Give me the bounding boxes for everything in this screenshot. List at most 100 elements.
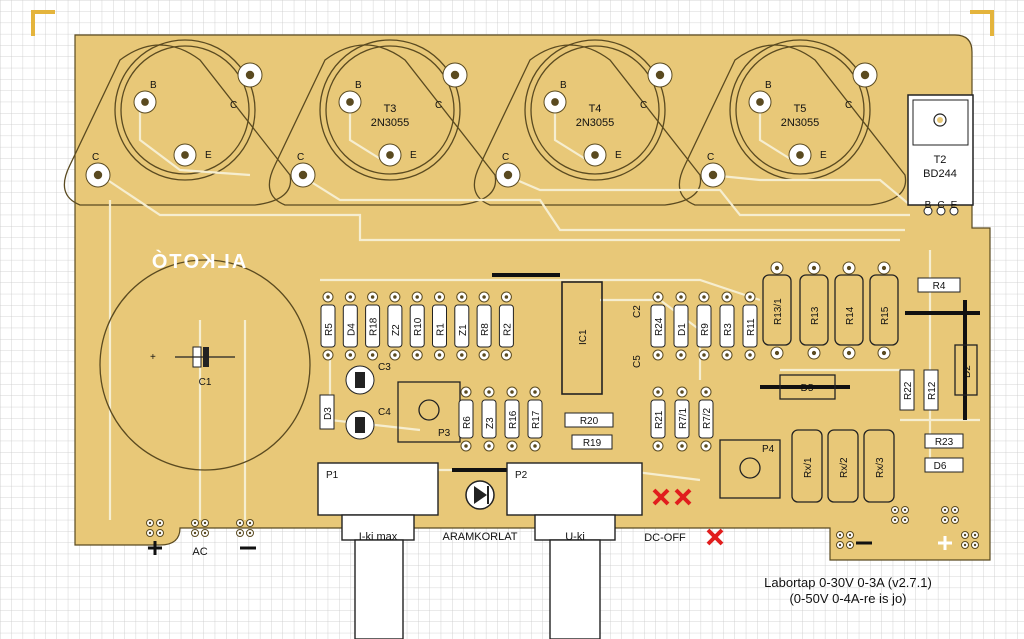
component-body	[674, 399, 690, 439]
terminal-pad	[146, 519, 154, 527]
d3-label: D3	[323, 407, 334, 420]
component-body	[481, 399, 497, 439]
terminal-pad	[201, 529, 209, 537]
emitter-pad	[378, 143, 402, 167]
pin-letter: B	[765, 80, 772, 91]
component-body	[673, 304, 689, 348]
component-pad	[698, 291, 710, 303]
pin-letter: B	[150, 80, 157, 91]
component-label: R7/2	[702, 407, 713, 429]
r19-label: R19	[583, 438, 602, 449]
component-body	[527, 399, 543, 439]
component-label: R24	[654, 317, 665, 336]
terminal-pad	[941, 516, 949, 524]
component-pad	[675, 291, 687, 303]
terminal-pad	[891, 516, 899, 524]
component-pad	[807, 346, 821, 360]
mount-hole	[290, 162, 316, 188]
component-pad	[529, 440, 541, 452]
terminal-pad	[951, 516, 959, 524]
transistor-ref: T4	[589, 103, 602, 115]
mount-hole	[442, 62, 468, 88]
terminal-pads	[146, 506, 979, 549]
component-pad	[652, 349, 664, 361]
u-ki-label: U-ki	[565, 531, 585, 543]
dc-off-label: DC-OFF	[644, 532, 686, 544]
component-label: Z3	[485, 417, 496, 429]
p3-label: P3	[438, 428, 451, 439]
ic1-label: IC1	[578, 329, 589, 345]
terminal-pad	[901, 516, 909, 524]
terminal-pad	[951, 506, 959, 514]
component-pad	[506, 440, 518, 452]
terminal-pad	[846, 541, 854, 549]
component-body	[742, 304, 758, 348]
footer-line-2: (0-50V 0-4A-re is jo)	[789, 591, 906, 606]
c5-label: C5	[632, 355, 643, 368]
component-pad	[434, 291, 445, 303]
r12-label: R12	[927, 381, 938, 400]
component-pad	[506, 386, 518, 398]
pin-letter: B	[355, 80, 362, 91]
component-label: R1	[436, 323, 447, 336]
terminal-pad	[836, 541, 844, 549]
component-pad	[483, 440, 495, 452]
c3-label: C3	[378, 362, 391, 373]
pin-letter: E	[205, 150, 212, 161]
c2-label: C2	[632, 305, 643, 318]
pin-letter: C	[640, 100, 647, 111]
component-body	[504, 399, 520, 439]
terminal-pad	[201, 519, 209, 527]
component-label: R2	[502, 323, 513, 336]
component-pad	[676, 440, 688, 452]
component-label: R7/1	[678, 407, 689, 429]
mount-hole	[237, 62, 263, 88]
d6-label: D6	[934, 461, 947, 472]
component-body	[696, 304, 712, 348]
base-pad	[133, 90, 157, 114]
pot-bodies	[317, 462, 643, 639]
traces	[99, 100, 980, 520]
component-pad	[744, 291, 756, 303]
d6-body	[924, 457, 964, 473]
c3-body	[345, 365, 375, 395]
d2-label: D2	[962, 365, 973, 378]
component-body	[409, 304, 425, 348]
component-label: R5	[324, 323, 335, 336]
r4-label: R4	[933, 281, 946, 292]
component-body	[365, 304, 381, 348]
t2-ref: T2	[934, 154, 947, 166]
component-pad	[842, 261, 856, 275]
component-pad	[478, 349, 490, 361]
component-label: R16	[508, 410, 519, 429]
terminal-pad	[961, 531, 969, 539]
component-pad	[367, 291, 379, 303]
pin-letter: C	[297, 152, 304, 163]
component-pad	[529, 386, 541, 398]
footer-line-1: Labortap 0-30V 0-3A (v2.7.1)	[764, 575, 932, 590]
emitter-pad	[173, 143, 197, 167]
component-pad	[721, 291, 733, 303]
mount-hole	[495, 162, 521, 188]
component-pad	[344, 349, 356, 361]
component-body	[342, 304, 358, 348]
component-label: R6	[462, 416, 473, 429]
r23-body	[924, 433, 964, 449]
r22-label: R22	[903, 381, 914, 400]
r4-body	[917, 277, 961, 293]
component-label: Z1	[458, 324, 469, 336]
pin-letter: E	[615, 150, 622, 161]
component-pad	[367, 349, 379, 361]
component-body	[476, 304, 492, 348]
component-pad	[877, 261, 891, 275]
c1-plus: +	[150, 352, 156, 363]
pin-letter: E	[410, 150, 417, 161]
component-pad	[652, 440, 664, 452]
component-pad	[460, 386, 472, 398]
terminal-pad	[156, 519, 164, 527]
pin-letter: E	[820, 150, 827, 161]
component-pad	[652, 386, 664, 398]
big-resistor-label: R15	[880, 306, 891, 325]
component-body	[387, 304, 403, 348]
